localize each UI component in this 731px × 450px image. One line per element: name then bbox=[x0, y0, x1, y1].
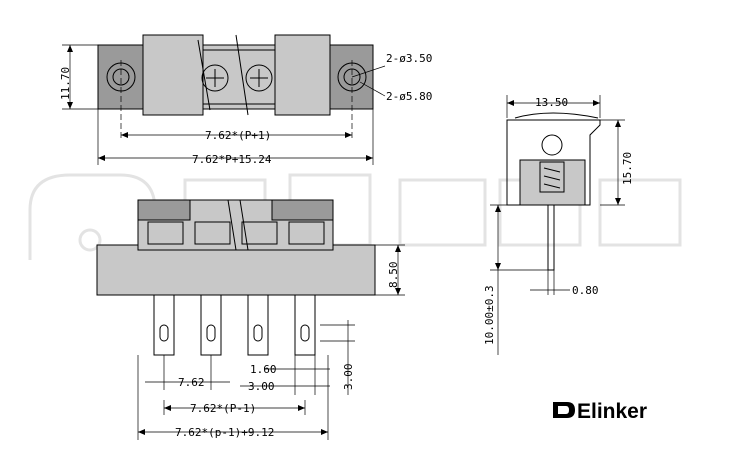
side-view bbox=[506, 112, 601, 271]
dim-side-height: 15.70 bbox=[621, 152, 634, 185]
dim-side-width: 13.50 bbox=[535, 96, 568, 109]
dim-pin-length: 10.00±0.3 bbox=[483, 285, 496, 345]
dim-pin-pitch: 7.62 bbox=[178, 376, 205, 389]
elinker-logo: Elinker bbox=[553, 400, 647, 423]
top-view bbox=[97, 34, 386, 140]
dim-overall-pin: 7.62*(p-1)+9.12 bbox=[175, 426, 274, 439]
dim-hole-small: 2-ø3.50 bbox=[386, 52, 432, 65]
front-view-dimensions bbox=[137, 244, 405, 440]
front-view bbox=[96, 199, 376, 356]
side-view-dimensions bbox=[490, 95, 625, 355]
dim-slot-width: 3.00 bbox=[248, 380, 275, 393]
dim-pitch-p1: 7.62*(P+1) bbox=[205, 129, 271, 142]
top-view-dimensions bbox=[62, 44, 374, 165]
dim-total-width: 7.62*P+15.24 bbox=[192, 153, 272, 166]
dim-slot-height: 3.00 bbox=[342, 364, 355, 391]
dim-pitch-pm1: 7.62*(P-1) bbox=[190, 402, 256, 415]
dim-top-height: 11.70 bbox=[59, 67, 72, 100]
dim-pin-thickness: 0.80 bbox=[572, 284, 599, 297]
dim-hole-large: 2-ø5.80 bbox=[386, 90, 432, 103]
logo-text: Elinker bbox=[577, 400, 647, 423]
dim-front-height: 8.50 bbox=[387, 262, 400, 289]
dim-pin-width: 1.60 bbox=[250, 363, 277, 376]
